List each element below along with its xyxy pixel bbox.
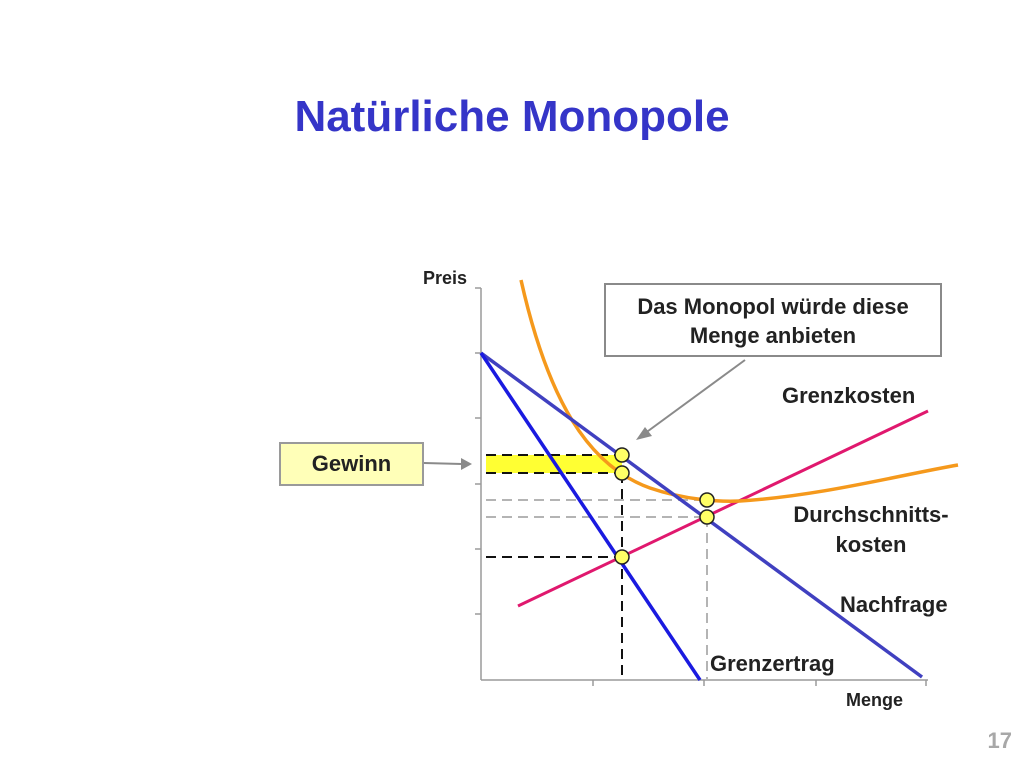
x-axis-label: Menge xyxy=(846,690,904,710)
marked-points xyxy=(614,447,715,565)
monopoly-callout: Das Monopol würde diese Menge anbieten xyxy=(604,283,942,357)
point-monopoly-cost xyxy=(614,465,630,481)
callout-line-2: Menge anbieten xyxy=(689,323,857,348)
page-number: 17 xyxy=(987,728,1012,753)
grenzertrag-curve xyxy=(479,352,702,681)
callout-arrow xyxy=(636,359,746,440)
point-mr-mc xyxy=(614,549,630,565)
point-ac-min xyxy=(699,492,715,508)
grenzertrag-label: Grenzertrag xyxy=(710,651,835,676)
gewinn-box: Gewinn xyxy=(279,442,424,486)
grenzkosten-label: Grenzkosten xyxy=(782,383,916,408)
slide-title: Natürliche Monopole xyxy=(294,92,730,141)
gewinn-arrow xyxy=(423,458,472,470)
callout-line-1: Das Monopol würde diese xyxy=(637,294,909,319)
grenzkosten-curve xyxy=(517,409,929,608)
grey-guides xyxy=(486,499,708,680)
durchschnittskosten-label: Durchschnitts- kosten xyxy=(776,500,966,560)
point-demand-mc xyxy=(699,509,715,525)
durchschnittskosten-curve xyxy=(519,279,959,503)
point-monopoly-price xyxy=(614,447,630,463)
durchschnittskosten-label-line-1: Durchschnitts- xyxy=(793,502,949,527)
nachfrage-label: Nachfrage xyxy=(840,592,948,617)
y-axis-label: Preis xyxy=(423,268,468,288)
durchschnittskosten-label-line-2: kosten xyxy=(835,532,907,557)
